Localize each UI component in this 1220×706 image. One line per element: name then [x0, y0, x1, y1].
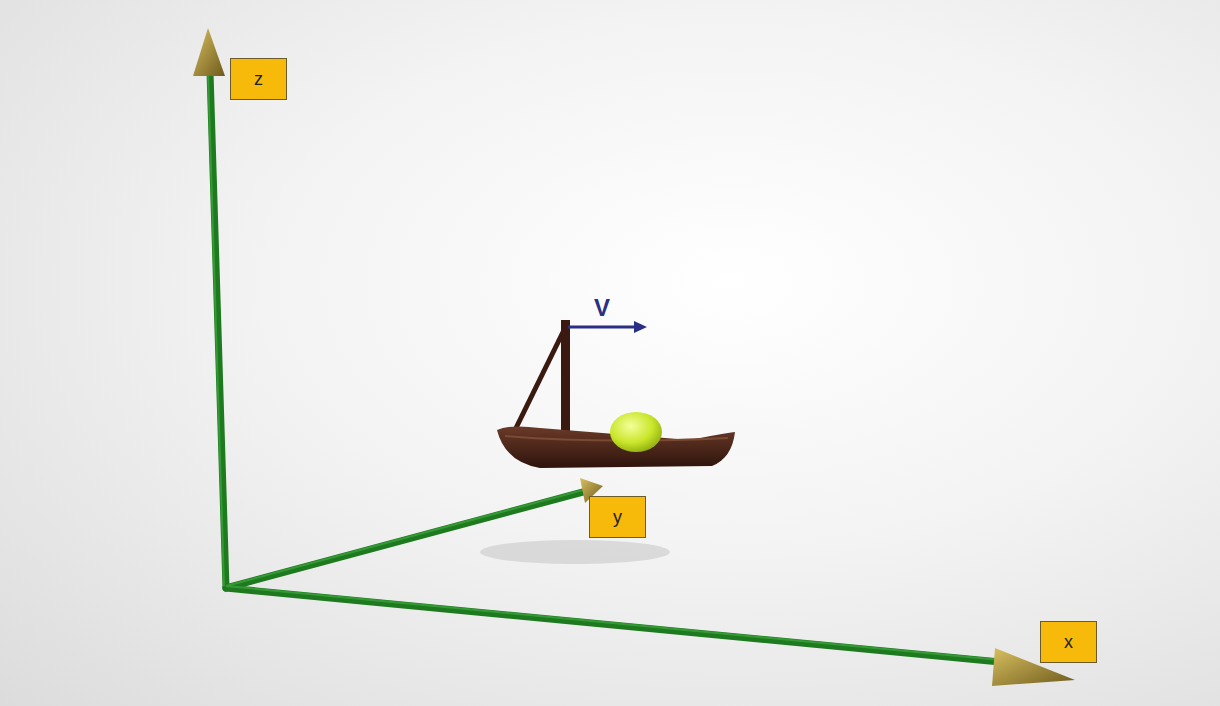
axes: [210, 72, 1000, 662]
axis-label-box: x: [1040, 621, 1097, 663]
axis-label-box: y: [589, 496, 646, 538]
velocity-label: V: [594, 294, 610, 322]
axis-label-box: z: [230, 58, 287, 100]
boat-shadow: [480, 540, 670, 564]
axis-label: z: [254, 69, 263, 90]
axis-label: x: [1064, 632, 1073, 653]
velocity-arrow: [568, 321, 647, 333]
z-arrowhead: [193, 28, 225, 76]
boat: [497, 320, 735, 468]
axis-label: y: [613, 507, 622, 528]
